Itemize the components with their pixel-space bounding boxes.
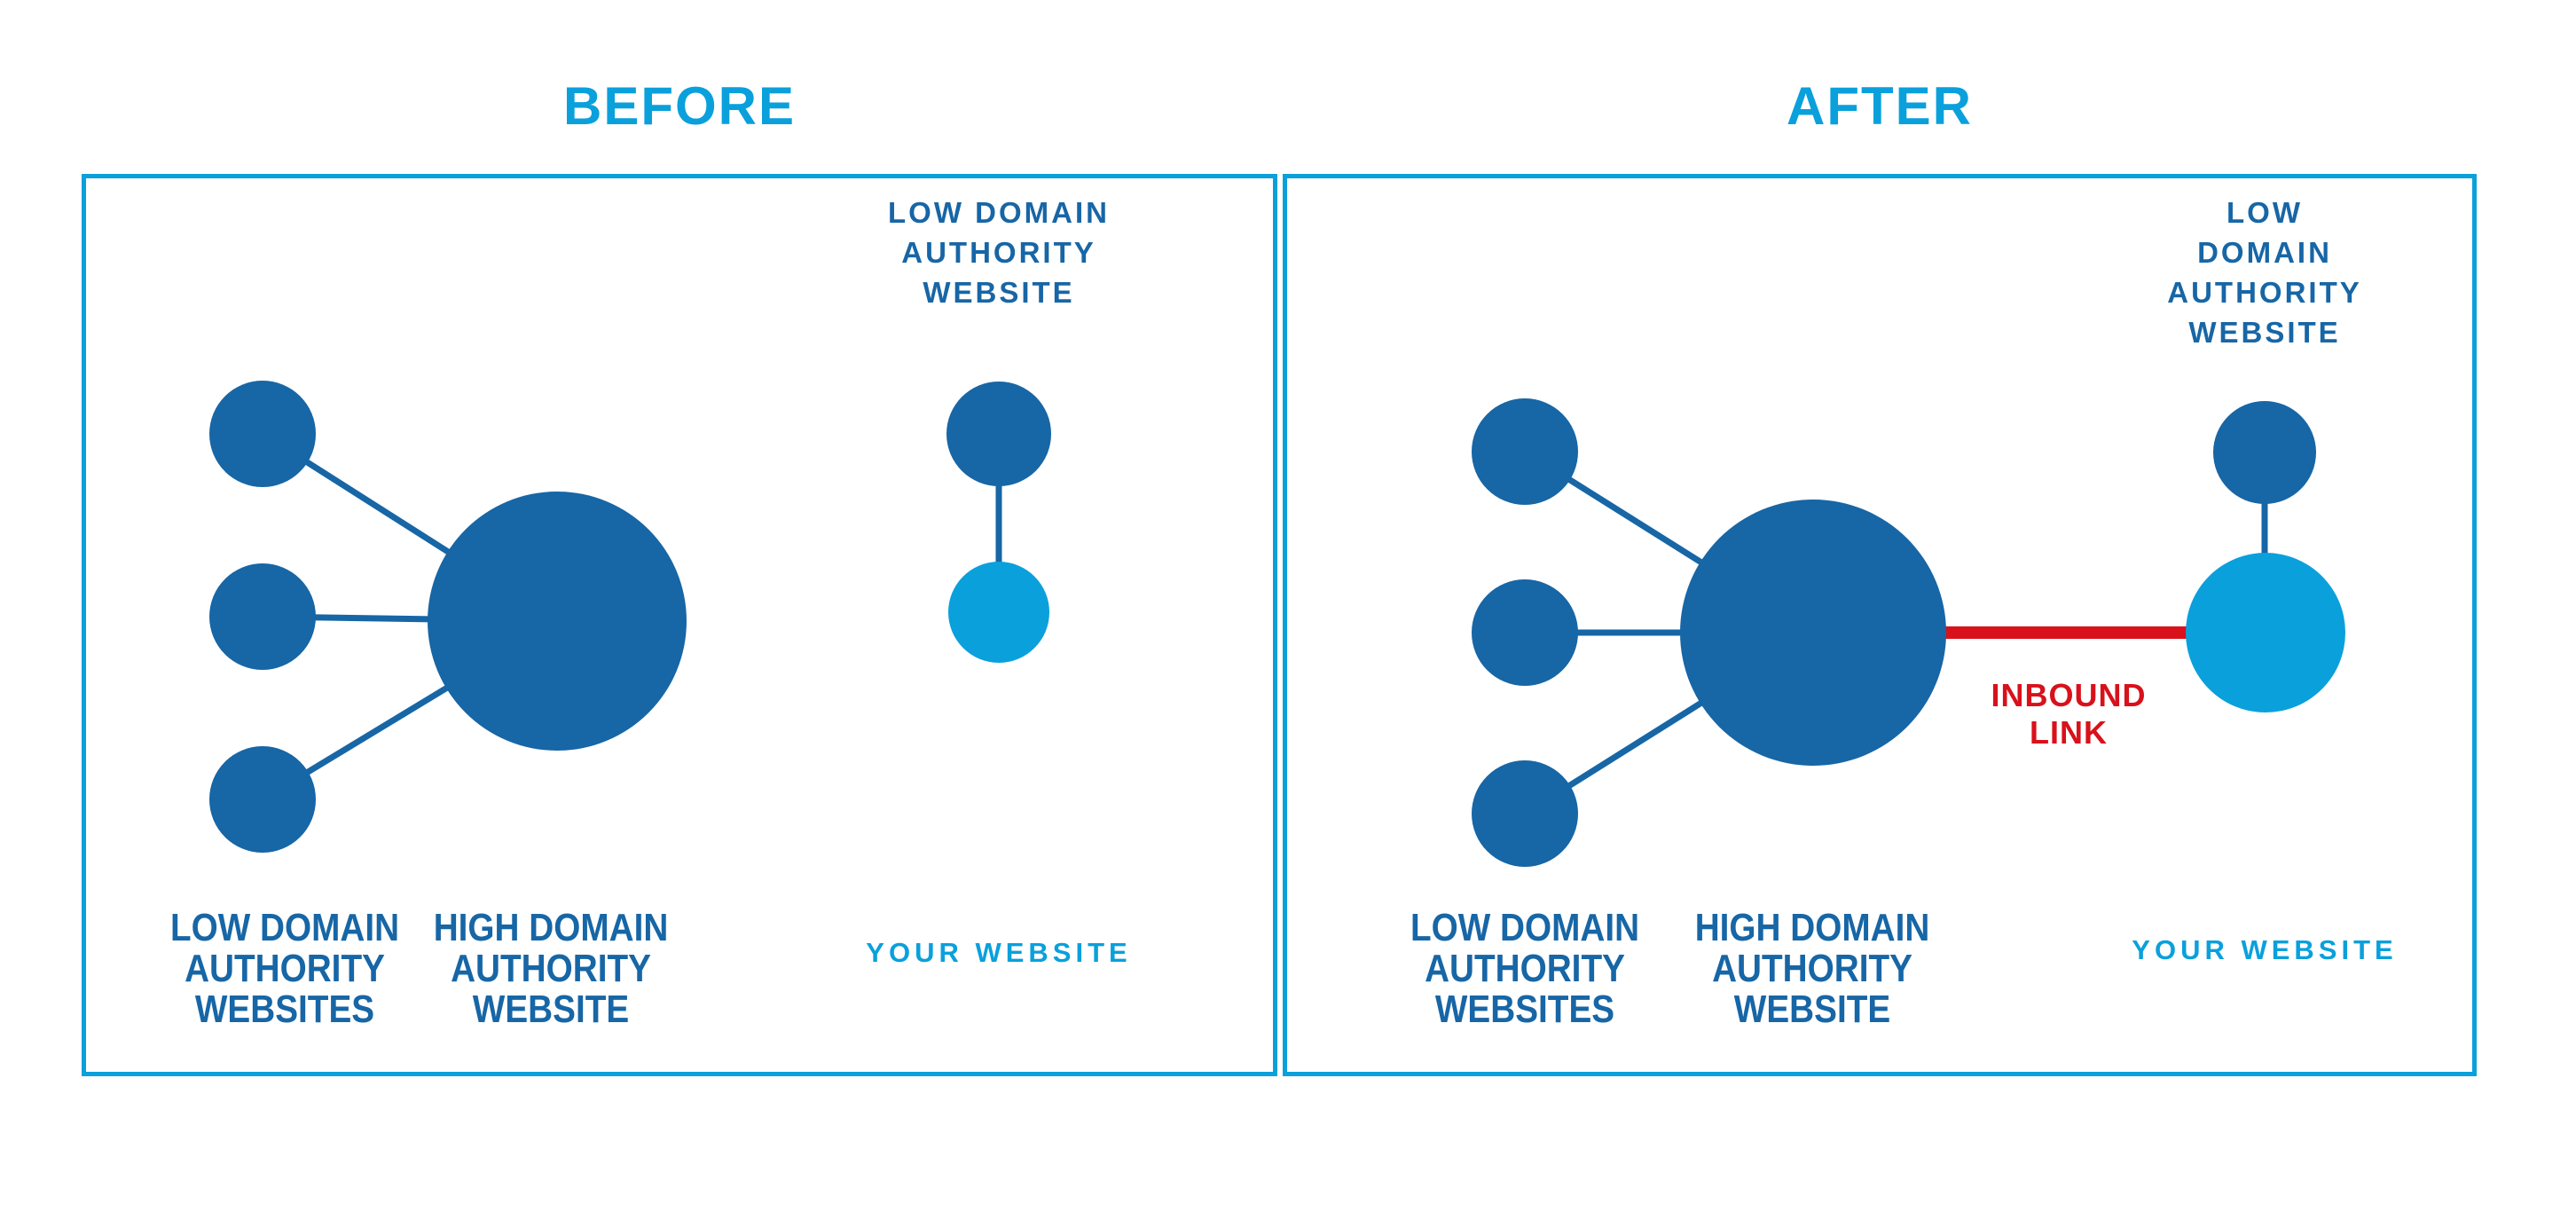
label-low-domain-authority-websites: LOW DOMAIN AUTHORITY WEBSITES: [1410, 906, 1640, 1031]
your-website-node: [2186, 553, 2345, 712]
label-inbound-link: INBOUND LINK: [1991, 677, 2147, 751]
label-high-domain-authority-website: HIGH DOMAIN AUTHORITY WEBSITE: [1694, 906, 1930, 1031]
your-website-node: [948, 562, 1049, 663]
label-your-website: YOUR WEBSITE: [2132, 934, 2398, 965]
after-title: AFTER: [1787, 76, 1973, 136]
low-authority-node-1: [209, 381, 316, 487]
low-authority-node-2: [1472, 579, 1578, 686]
after-network-diagram: [1472, 398, 2345, 867]
high-authority-node: [1680, 500, 1946, 766]
low-authority-node-2: [209, 563, 316, 670]
label-low-domain-authority-website: LOW DOMAIN AUTHORITY WEBSITE: [888, 196, 1110, 309]
before-network-diagram: [209, 381, 1051, 853]
label-low-domain-authority-websites: LOW DOMAIN AUTHORITY WEBSITES: [169, 906, 400, 1031]
before-panel: LOW DOMAIN AUTHORITY WEBSITE LOW DOMAIN …: [82, 174, 1277, 1076]
low-authority-node-1: [1472, 398, 1578, 505]
label-low-domain-authority-website: LOW DOMAIN AUTHORITY WEBSITE: [2167, 196, 2362, 349]
before-title: BEFORE: [562, 76, 797, 136]
low-authority-node-3: [209, 746, 316, 853]
high-authority-node: [428, 492, 687, 751]
low-authority-node-above-your-website: [2213, 401, 2316, 504]
after-panel: LOW DOMAIN AUTHORITY WEBSITE LOW DOMAIN …: [1283, 174, 2477, 1076]
low-authority-node-3: [1472, 760, 1578, 867]
low-authority-node-above-your-website: [946, 382, 1051, 486]
label-high-domain-authority-website: HIGH DOMAIN AUTHORITY WEBSITE: [433, 906, 669, 1031]
label-your-website: YOUR WEBSITE: [866, 937, 1132, 968]
